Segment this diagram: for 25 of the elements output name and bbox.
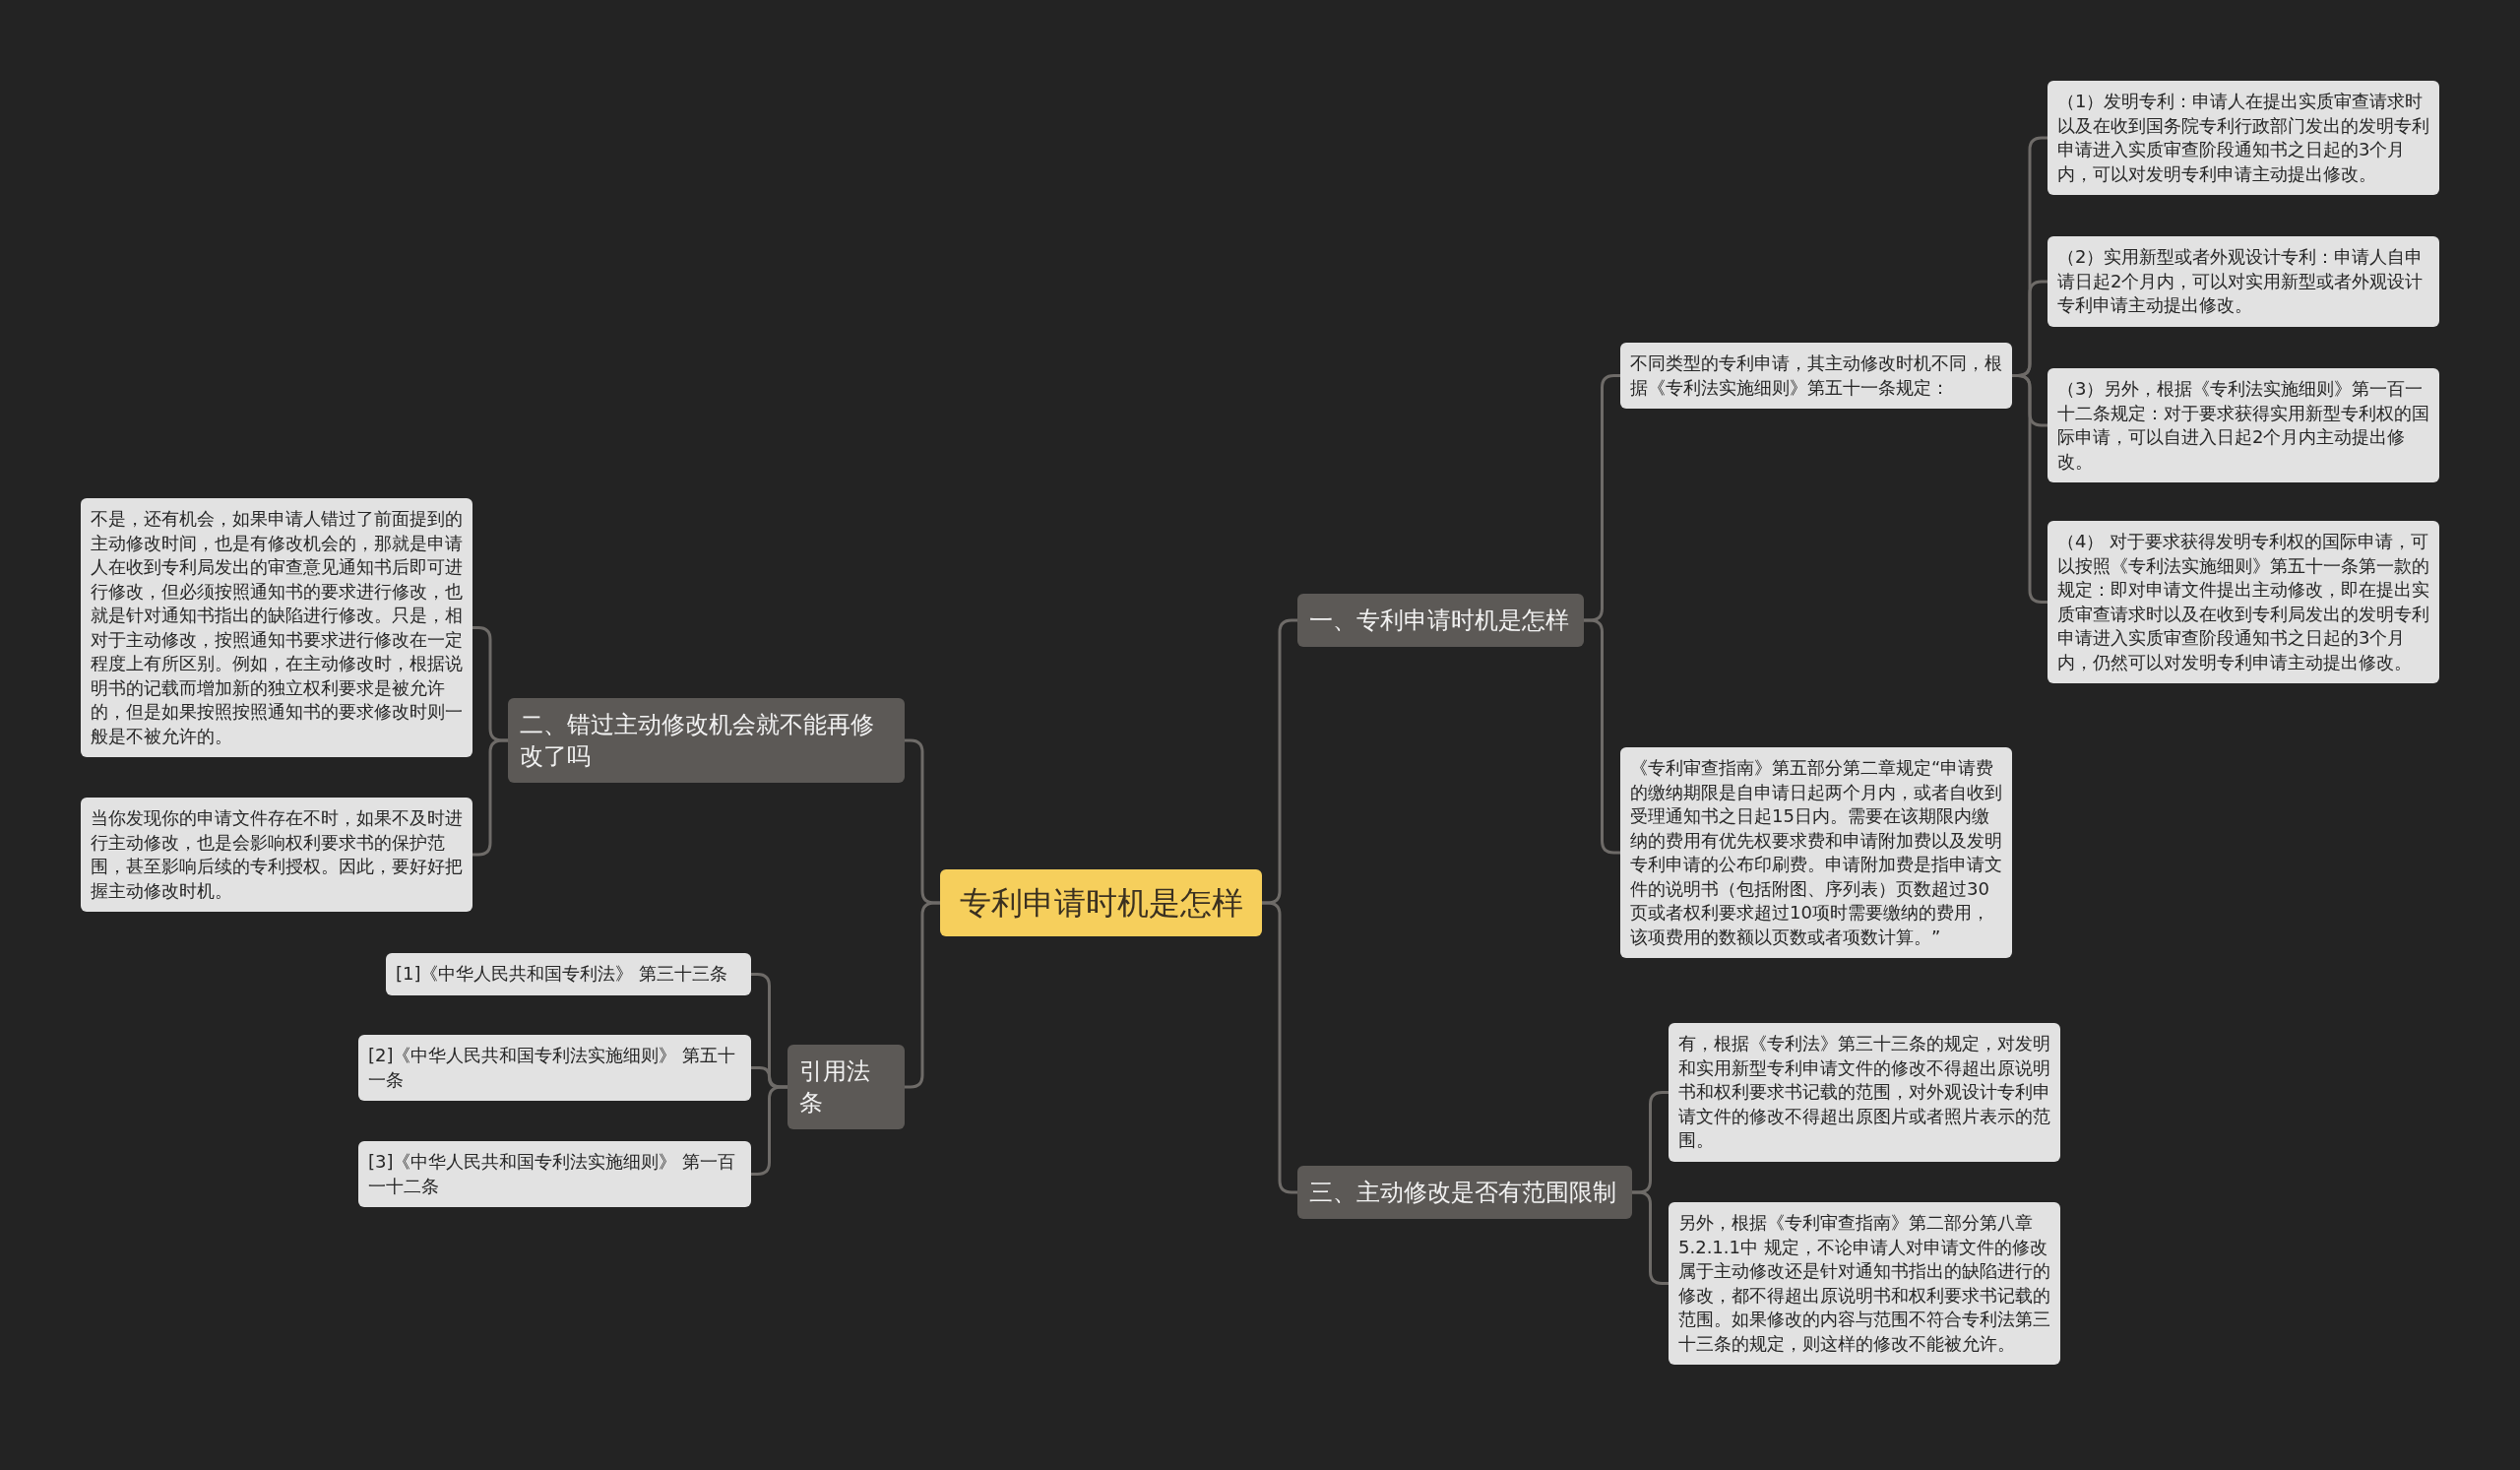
note-box: （1）发明专利：申请人在提出实质审查请求时以及在收到国务院专利行政部门发出的发明专利申请进入实质审查阶段通知书之日起的3个月内，可以对发明专利申请主动提出修改。 [2048, 81, 2439, 195]
connector-line [905, 901, 940, 1089]
connector-line [1262, 901, 1297, 1194]
note-box: （2）实用新型或者外观设计专利：申请人自申请日起2个月内，可以对实用新型或者外观设计专利申请主动提出修改。 [2048, 236, 2439, 327]
topic-box: 二、错过主动修改机会就不能再修改了吗 [508, 698, 905, 783]
connector-line [751, 1085, 788, 1176]
note-box: 另外，根据《专利审查指南》第二部分第八章5.2.1.1中 规定，不论申请人对申请文件的修改属于主动修改还是针对通知书指出的缺陷进行的修改，都不得超出原说明书和权利要求书记载的范围。如果修改的内容与范围不符合专利法第三十三条的规定，则这样的修改不能被允许。 [1669, 1202, 2060, 1365]
note-box: [1]《中华人民共和国专利法》 第三十三条 [386, 953, 751, 995]
note-box: [2]《中华人民共和国专利法实施细则》 第五十一条 [358, 1035, 751, 1101]
note-box: 当你发现你的申请文件存在不时，如果不及时进行主动修改，也是会影响权利要求书的保护范围，甚至影响后续的专利授权。因此，要好好把握主动修改时机。 [81, 798, 472, 912]
connector-line [2012, 374, 2048, 604]
note-box: [3]《中华人民共和国专利法实施细则》 第一百一十二条 [358, 1141, 751, 1207]
note-box: 有，根据《专利法》第三十三条的规定，对发明和实用新型专利申请文件的修改不得超出原说明书和权利要求书记载的范围，对外观设计专利申请文件的修改不得超出原图片或者照片表示的范围。 [1669, 1023, 2060, 1162]
connector-line [1584, 618, 1620, 855]
topic-box: 三、主动修改是否有范围限制 [1297, 1166, 1632, 1219]
topic-box: 引用法条 [788, 1045, 905, 1129]
connector-line [1632, 1190, 1669, 1285]
note-box: （4） 对于要求获得发明专利权的国际申请，可以按照《专利法实施细则》第五十一条第一款的规定：即对申请文件提出主动修改，即在提出实质审查请求时以及在收到专利局发出的发明专利申请进入实质审查阶段通知书之日起的3个月内，仍然可以对发明专利申请主动提出修改。 [2048, 521, 2439, 683]
connector-line [472, 738, 508, 857]
note-box: （3）另外，根据《专利法实施细则》第一百一十二条规定：对于要求获得实用新型专利权的国际申请，可以自进入日起2个月内主动提出修改。 [2048, 368, 2439, 482]
central-topic: 专利申请时机是怎样 [940, 869, 1262, 936]
note-box: 不是，还有机会，如果申请人错过了前面提到的主动修改时间，也是有修改机会的，那就是申请人在收到专利局发出的审查意见通知书后即可进行修改，但必须按照通知书的要求进行修改，也就是针对通知书指出的缺陷进行修改。只是，相对于主动修改，按照通知书要求进行修改在一定程度上有所区别。例如，在主动修改时，根据说明书的记载而增加新的独立权利要求是被允许的，但是如果按照按照通知书的要求修改时则一般是不被允许的。 [81, 498, 472, 757]
topic-box: 一、专利申请时机是怎样 [1297, 594, 1584, 647]
note-box: 不同类型的专利申请，其主动修改时机不同，根据《专利法实施细则》第五十一条规定： [1620, 343, 2012, 409]
note-box: 《专利审查指南》第五部分第二章规定“申请费的缴纳期限是自申请日起两个月内，或者自收到受理通知书之日起15日内。需要在该期限内缴纳的费用有优先权要求费和申请附加费以及发明专利申请的公布印刷费。申请附加费是指申请文件的说明书（包括附图、序列表）页数超过30页或者权利要求超过10项时需要缴纳的费用，该项费用的数额以页数或者项数计算。” [1620, 747, 2012, 958]
